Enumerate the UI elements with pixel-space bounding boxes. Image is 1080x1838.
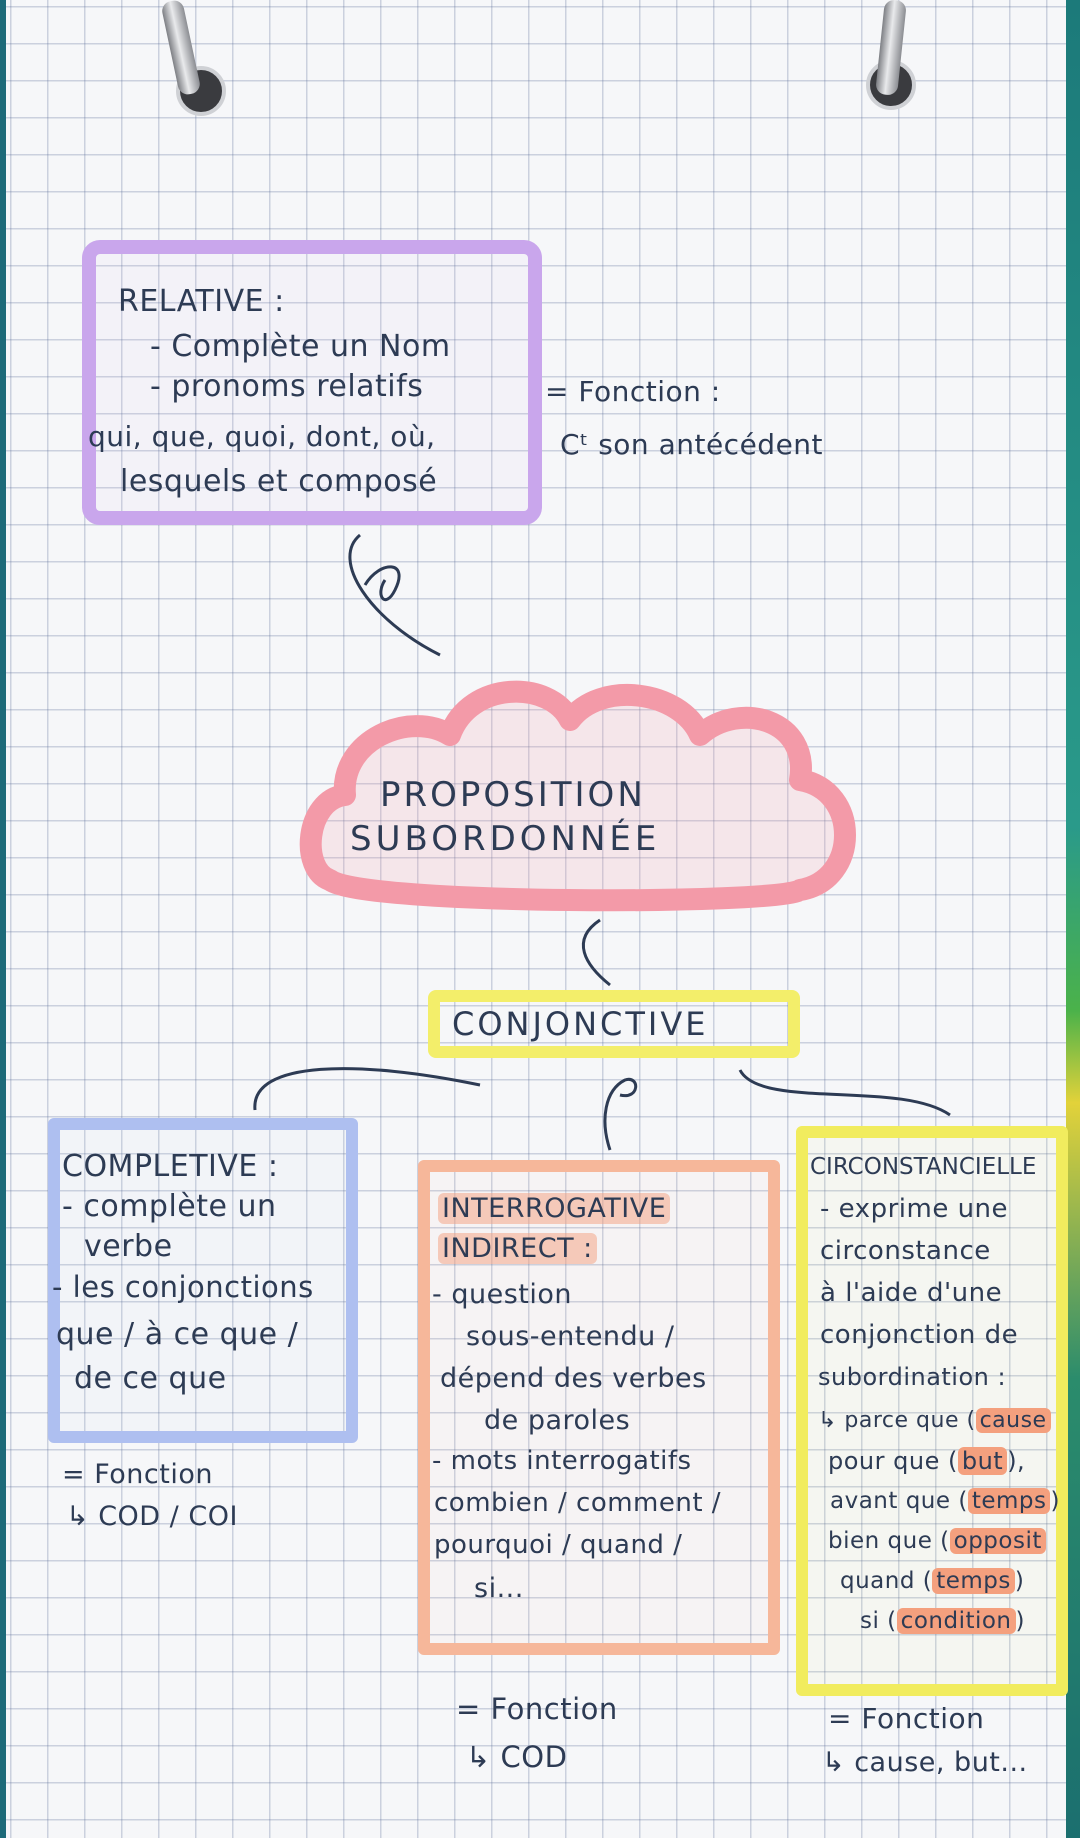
interrogative-line-5: - mots interrogatifs xyxy=(432,1446,692,1476)
completive-line-2: verbe xyxy=(84,1229,173,1264)
example-2-suffix: ), xyxy=(1007,1447,1026,1475)
circonstancielle-example-6: si (condition) xyxy=(860,1604,1025,1638)
relative-line-2: - pronoms relatifs xyxy=(150,369,424,404)
circonstancielle-line-2: circonstance xyxy=(820,1236,991,1266)
interrogative-title-1: INTERROGATIVE xyxy=(438,1192,671,1226)
completive-title: COMPLETIVE : xyxy=(62,1149,279,1184)
example-6-suffix: ) xyxy=(1015,1608,1025,1634)
circonstancielle-example-2: pour que (but), xyxy=(828,1444,1025,1478)
example-6-prefix: si ( xyxy=(860,1608,897,1634)
circonstancielle-example-5: quand (temps) xyxy=(840,1564,1024,1598)
example-2-prefix: pour que ( xyxy=(828,1447,958,1475)
completive-line-1: - complète un xyxy=(62,1189,277,1224)
conjonctive-box xyxy=(428,990,800,1058)
circonstancielle-example-1: ↳ parce que (cause xyxy=(818,1404,1051,1438)
interrogative-fonction-detail: ↳ COD xyxy=(466,1740,568,1774)
circonstancielle-example-4: bien que (opposit xyxy=(828,1524,1046,1558)
completive-fonction: = Fonction xyxy=(62,1459,213,1490)
completive-line-5: de ce que xyxy=(74,1361,227,1396)
interrogative-line-6: combien / comment / xyxy=(434,1488,722,1518)
interrogative-line-7: pourquoi / quand / xyxy=(434,1530,683,1560)
example-1-tag: cause xyxy=(975,1408,1051,1433)
completive-fonction-detail: ↳ COD / COI xyxy=(66,1501,238,1532)
relative-line-4: lesquels et composé xyxy=(120,464,438,499)
example-4-tag: opposit xyxy=(949,1528,1046,1554)
relative-title: RELATIVE : xyxy=(118,284,285,319)
circonstancielle-fonction-detail: ↳ cause, but... xyxy=(822,1747,1028,1778)
circonstancielle-line-1: - exprime une xyxy=(820,1194,1009,1224)
relative-line-1: - Complète un Nom xyxy=(150,329,451,364)
circonstancielle-line-4: conjonction de xyxy=(820,1320,1019,1350)
example-3-prefix: avant que ( xyxy=(830,1488,968,1514)
example-5-tag: temps xyxy=(932,1568,1015,1594)
page-edge-left xyxy=(0,0,6,1838)
circonstancielle-line-3: à l'aide d'une xyxy=(820,1278,1003,1308)
interrogative-title-2-highlight: INDIRECT : xyxy=(438,1233,597,1264)
example-4-prefix: bien que ( xyxy=(828,1528,950,1554)
relative-line-3: qui, que, quoi, dont, où, xyxy=(88,420,436,453)
example-5-suffix: ) xyxy=(1014,1568,1025,1594)
center-title-line-1: PROPOSITION xyxy=(380,775,646,815)
relative-fonction: = Fonction : xyxy=(545,375,721,408)
example-3-tag: temps xyxy=(967,1488,1051,1514)
interrogative-title-2: INDIRECT : xyxy=(438,1232,597,1266)
relative-box xyxy=(82,240,542,525)
center-title-line-2: SUBORDONNÉE xyxy=(350,819,661,859)
interrogative-line-1: - question xyxy=(432,1279,572,1310)
interrogative-title-1-highlight: INTERROGATIVE xyxy=(438,1193,671,1224)
completive-line-4: que / à ce que / xyxy=(56,1317,299,1352)
circonstancielle-fonction: = Fonction xyxy=(828,1702,985,1735)
interrogative-line-8: si... xyxy=(474,1573,524,1604)
interrogative-line-2: sous-entendu / xyxy=(466,1321,675,1352)
example-1-prefix: ↳ parce que ( xyxy=(818,1408,976,1433)
interrogative-fonction: = Fonction xyxy=(456,1692,618,1726)
example-3-suffix: ) xyxy=(1050,1488,1060,1514)
interrogative-line-4: de paroles xyxy=(484,1405,631,1436)
example-6-tag: condition xyxy=(896,1608,1016,1634)
page-edge-right xyxy=(1066,0,1080,1838)
completive-box xyxy=(48,1118,358,1443)
completive-line-3: - les conjonctions xyxy=(52,1270,314,1304)
circonstancielle-example-3: avant que (temps) xyxy=(830,1484,1060,1518)
circonstancielle-line-5: subordination : xyxy=(818,1363,1007,1391)
example-5-prefix: quand ( xyxy=(840,1568,933,1594)
relative-fonction-detail: Cᵗ son antécédent xyxy=(560,428,824,461)
conjonctive-label: CONJONCTIVE xyxy=(452,1005,709,1043)
cloud-shape xyxy=(299,680,856,912)
example-2-tag: but xyxy=(957,1447,1008,1475)
interrogative-line-3: dépend des verbes xyxy=(440,1363,707,1394)
circonstancielle-title: CIRCONSTANCIELLE xyxy=(810,1154,1037,1180)
